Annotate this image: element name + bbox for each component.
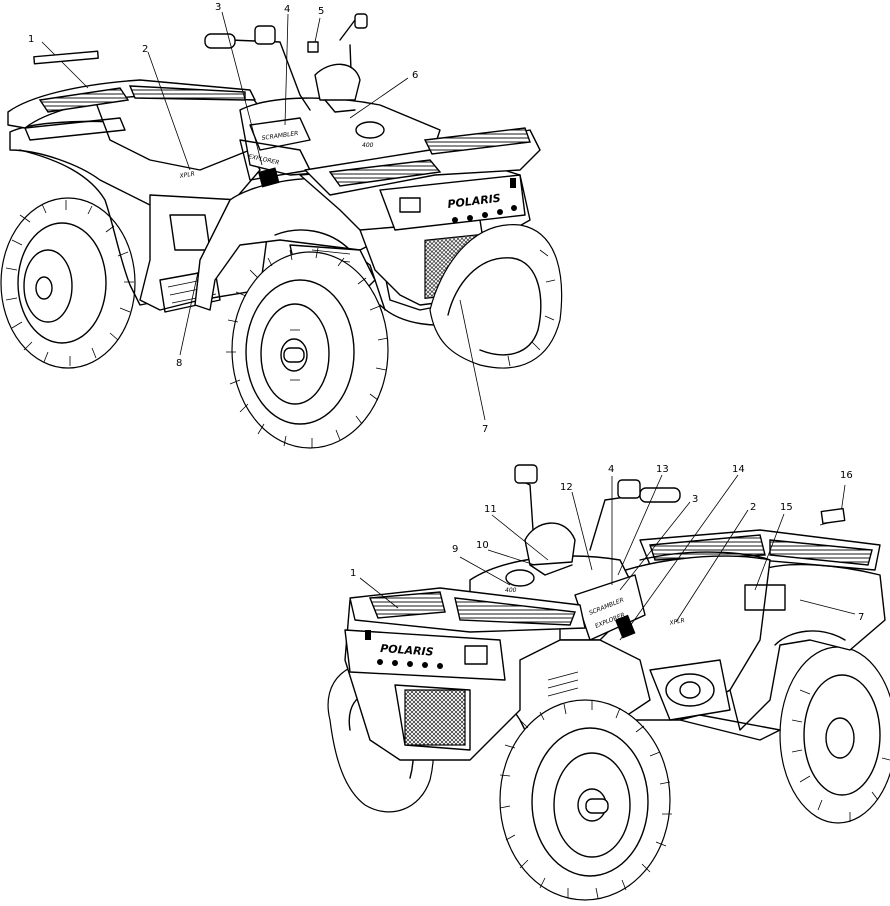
bottom-tank-400-label: 400 <box>505 587 517 594</box>
top-callout-1: 1 <box>28 34 34 45</box>
top-rear-left-wheel <box>0 197 136 369</box>
top-front-right-wheel <box>429 224 563 369</box>
atv-bottom-view: XPLR 400 SCRAMBLER EXPLORER <box>327 464 890 901</box>
bottom-callout-11: 11 <box>484 504 497 515</box>
bottom-leader-lines <box>359 474 856 641</box>
top-polaris-logo: POLARIS <box>447 192 502 211</box>
bottom-front-left-wheel <box>499 699 672 901</box>
bottom-engine <box>649 659 781 741</box>
top-callout-8: 8 <box>176 358 182 369</box>
bottom-callout-2: 2 <box>750 502 756 513</box>
bottom-polaris-logo: POLARIS <box>380 642 434 659</box>
bottom-callout-3: 3 <box>692 494 698 505</box>
bottom-front-rack <box>349 587 586 633</box>
atv-top-view: POLARIS SCRAMBLER 400 EXPLORER XPLR <box>0 2 563 449</box>
top-callout-5: 5 <box>318 6 324 17</box>
bottom-callout-16: 16 <box>840 470 853 481</box>
svg-text:XPLR: XPLR <box>178 170 195 180</box>
bottom-callout-12: 12 <box>560 482 573 493</box>
bottom-rear-right-wheel <box>779 646 890 824</box>
svg-text:XPLR: XPLR <box>668 617 685 627</box>
bottom-callout-1: 1 <box>350 568 356 579</box>
bottom-rear-fender <box>729 563 886 731</box>
bottom-callout-4: 4 <box>608 464 614 475</box>
top-rear-rack <box>7 79 256 141</box>
bottom-decal-16 <box>820 507 846 525</box>
top-tank-400-label: 400 <box>362 142 374 149</box>
top-callout-4: 4 <box>284 4 290 15</box>
top-decal-1 <box>33 50 99 65</box>
top-front-rack <box>304 127 541 196</box>
bottom-headlight-pod <box>524 522 576 566</box>
top-headlight-pod <box>314 63 361 101</box>
top-headlight-panel: POLARIS <box>379 174 526 231</box>
bottom-callout-15: 15 <box>780 502 793 513</box>
top-small-decal <box>307 41 319 53</box>
bottom-callout-9: 9 <box>452 544 458 555</box>
bottom-callout-13: 13 <box>656 464 669 475</box>
bottom-callout-14: 14 <box>732 464 745 475</box>
bottom-front-grille <box>404 689 466 746</box>
bottom-side-decal <box>744 584 786 611</box>
bottom-handlebar <box>514 464 681 576</box>
top-callout-7: 7 <box>482 424 488 435</box>
top-leader-lines <box>33 11 486 421</box>
top-callout-6: 6 <box>412 70 418 81</box>
top-callout-2: 2 <box>142 44 148 55</box>
top-callout-3: 3 <box>215 2 221 13</box>
top-handlebar <box>204 13 368 113</box>
bottom-headlight-panel: POLARIS <box>344 629 506 681</box>
top-front-left-wheel <box>226 247 389 449</box>
top-footwell <box>159 269 221 313</box>
bottom-callout-7: 7 <box>858 612 864 623</box>
bottom-callout-10: 10 <box>476 540 489 551</box>
